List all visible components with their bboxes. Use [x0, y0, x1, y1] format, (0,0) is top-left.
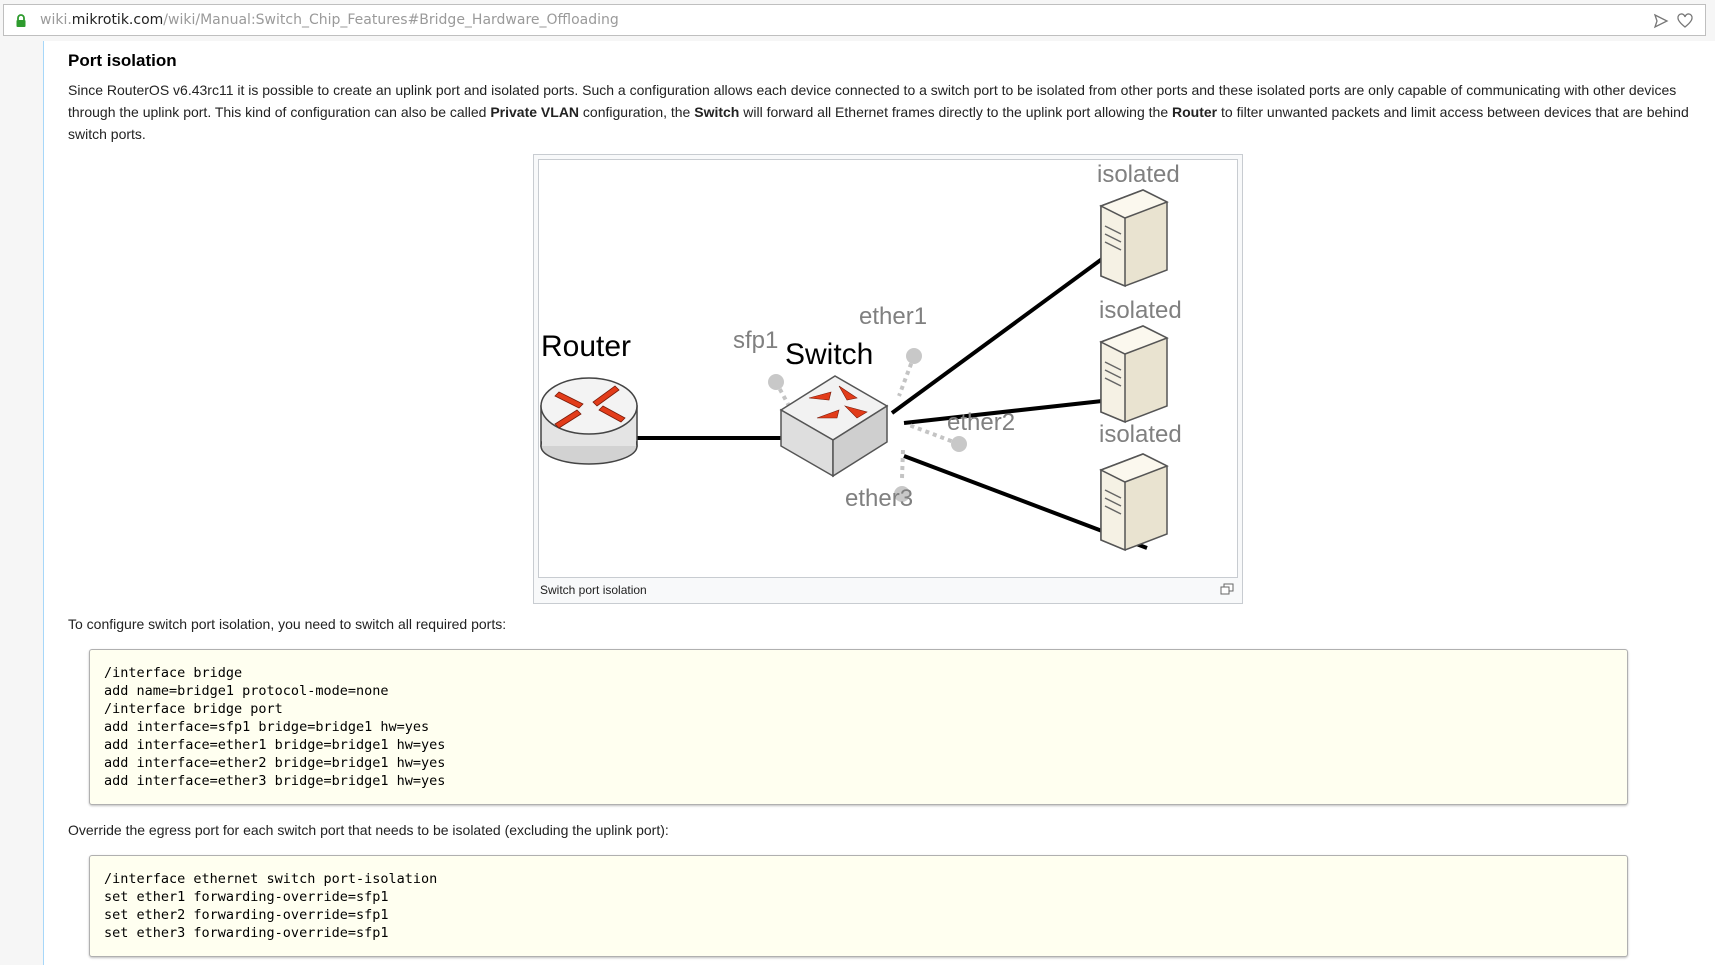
code-line: add interface=ether2 bridge=bridge1 hw=y…: [104, 755, 446, 771]
code-line: /interface bridge port: [104, 701, 283, 717]
intro-bold-router: Router: [1172, 104, 1218, 120]
lock-icon: [16, 14, 26, 27]
port-dot-ether2: [951, 436, 967, 452]
code-line: add interface=ether1 bridge=bridge1 hw=y…: [104, 737, 446, 753]
code-line: add interface=ether3 bridge=bridge1 hw=y…: [104, 773, 446, 789]
intro-bold-switch: Switch: [694, 104, 740, 120]
code-block-bridge: /interface bridge add name=bridge1 protoc…: [89, 649, 1628, 805]
ether3-label: ether3: [845, 485, 913, 512]
router-label: Router: [541, 330, 631, 363]
diagram-image[interactable]: Router Switch sfp1 ether1 ether2 ether3 …: [538, 159, 1238, 578]
diagram-caption: Switch port isolation: [540, 583, 647, 597]
server-icon-2: [1099, 325, 1169, 424]
isolated-label-1: isolated: [1097, 161, 1180, 188]
port-isolation-diagram: Router Switch sfp1 ether1 ether2 ether3 …: [540, 161, 1182, 552]
intro-bold-private-vlan: Private VLAN: [490, 104, 580, 120]
url-path: /wiki/Manual:Switch_Chip_Features#Bridge…: [163, 12, 619, 28]
server-icon-1: [1099, 189, 1169, 288]
code-line: set ether3 forwarding-override=sfp1: [104, 925, 389, 941]
isolated-label-3: isolated: [1099, 421, 1182, 448]
section-heading: Port isolation: [68, 51, 177, 70]
ether1-label: ether1: [859, 303, 927, 330]
router-icon: [540, 377, 638, 465]
sfp1-label: sfp1: [733, 327, 778, 354]
intro-text-3: will forward all Ethernet frames directl…: [739, 104, 1172, 120]
leader-ether2: [908, 423, 960, 446]
isolated-label-2: isolated: [1099, 297, 1182, 324]
leader-ether1: [897, 355, 916, 397]
code-line: /interface bridge: [104, 665, 243, 681]
send-icon[interactable]: [1653, 13, 1669, 29]
enlarge-icon[interactable]: [1220, 583, 1234, 595]
intro-text-4: to filter unwanted packets and limit acc…: [68, 104, 1689, 142]
code-line: /interface ethernet switch port-isolatio…: [104, 871, 438, 887]
switch-label: Switch: [785, 338, 873, 371]
url-host: mikrotik.com: [71, 12, 164, 28]
url-prefix: wiki.: [40, 12, 72, 28]
intro-text-1: Since RouterOS v6.43rc11 it is possible …: [68, 82, 1677, 120]
port-dot-ether3: [894, 486, 910, 502]
configure-text: To configure switch port isolation, you …: [68, 616, 507, 632]
leader-ether3: [900, 449, 905, 479]
code-block-port-isolation: /interface ethernet switch port-isolatio…: [89, 855, 1628, 957]
heart-icon[interactable]: [1677, 13, 1693, 29]
code-line: add name=bridge1 protocol-mode=none: [104, 683, 389, 699]
diagram-thumbnail: Router Switch sfp1 ether1 ether2 ether3 …: [533, 154, 1243, 604]
port-dot-ether1: [906, 348, 922, 364]
code-line: set ether1 forwarding-override=sfp1: [104, 889, 389, 905]
url-text[interactable]: wiki.mikrotik.com/wiki/Manual:Switch_Chi…: [40, 12, 619, 28]
switch-icon: [779, 375, 889, 478]
address-bar[interactable]: wiki.mikrotik.com/wiki/Manual:Switch_Chi…: [3, 4, 1706, 36]
server-icon-3: [1099, 453, 1169, 552]
code-line: set ether2 forwarding-override=sfp1: [104, 907, 389, 923]
code-line: add interface=sfp1 bridge=bridge1 hw=yes: [104, 719, 430, 735]
intro-text-2: configuration, the: [579, 104, 695, 120]
port-dot-sfp1: [768, 374, 784, 390]
ether2-label: ether2: [947, 409, 1015, 436]
override-text: Override the egress port for each switch…: [68, 822, 669, 838]
article-content: Port isolation Since RouterOS v6.43rc11 …: [43, 41, 1715, 965]
intro-paragraph: Since RouterOS v6.43rc11 it is possible …: [68, 79, 1704, 145]
